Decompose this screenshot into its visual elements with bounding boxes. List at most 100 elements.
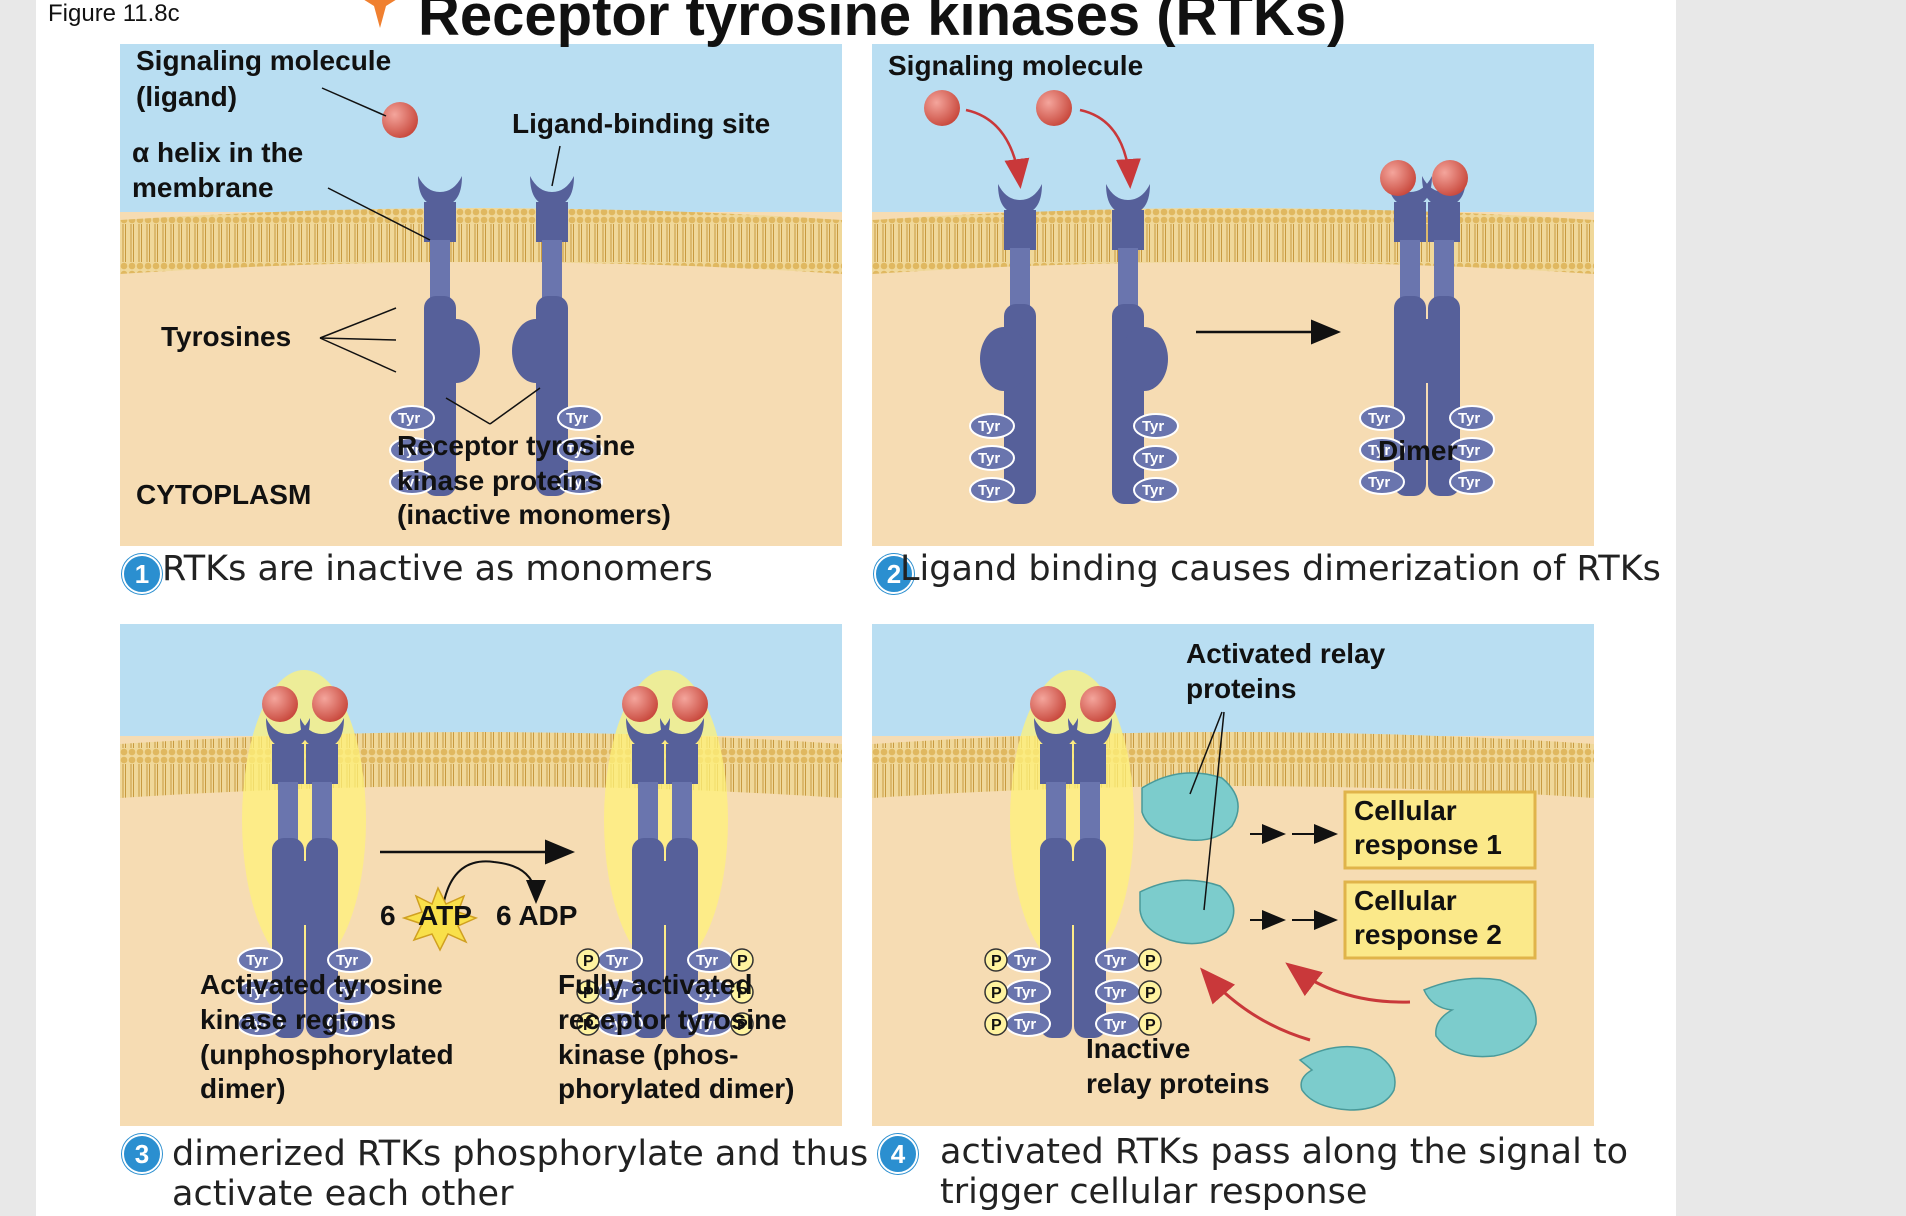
p4-dimer-right-phosphate-1 bbox=[1138, 948, 1162, 972]
p2-dimer-right-stalk bbox=[1428, 202, 1460, 242]
p1-rtk-proteins-line3: (inactive monomers) bbox=[397, 499, 671, 530]
p1-receptor-left-tyr-label-2: Tyr bbox=[398, 442, 420, 459]
p3-dimer2-right-phosphate-1 bbox=[730, 948, 754, 972]
p4-dimer-left-helix bbox=[1046, 782, 1066, 842]
p3-fully-line3: kinase (phos- bbox=[558, 1039, 738, 1070]
p2-dimer-right-tyr-1 bbox=[1449, 405, 1495, 431]
p3-dimer1-left-tyr-2 bbox=[237, 979, 283, 1005]
p1-receptor-left-tyr-label-3: Tyr bbox=[398, 474, 420, 491]
step-3-caption-line2: activate each other bbox=[172, 1174, 514, 1214]
p3-dimer2-right-helix bbox=[672, 782, 692, 842]
p3-dimer1-ligand-1 bbox=[262, 686, 298, 722]
p2-dimer-right-tyr-3 bbox=[1449, 469, 1495, 495]
p1-ligand-leader bbox=[321, 87, 387, 117]
p4-dimer-right-bulge bbox=[1050, 861, 1098, 925]
p3-activated-line3: (unphosphorylated bbox=[200, 1039, 454, 1070]
p3-dimer2-left-tyr-label-3: Tyr bbox=[606, 1016, 628, 1033]
p1-rtk-leader-1 bbox=[445, 397, 491, 425]
p2-receptor-left-tyr-2 bbox=[969, 445, 1015, 471]
p2-receptor-right-tyr-label-2: Tyr bbox=[1142, 450, 1164, 467]
p4-response1-line2: response 1 bbox=[1354, 829, 1502, 860]
p2-dimer-right-binding-site bbox=[1422, 176, 1466, 206]
p2-dimer-left-stalk bbox=[1394, 202, 1426, 242]
p1-alpha-helix-line1: α helix in the bbox=[132, 137, 303, 168]
p1-site-leader bbox=[551, 145, 561, 187]
p2-ligand-arrow-1 bbox=[965, 108, 1030, 189]
p1-receptor-right-helix bbox=[542, 240, 562, 300]
p4-inactive-relay-1 bbox=[1423, 977, 1537, 1058]
p3-dimer1-left-tyr-1 bbox=[237, 947, 283, 973]
p3-atp-label: ATP bbox=[418, 900, 472, 931]
p4-response2-box: Cellular response 2 bbox=[1343, 880, 1537, 960]
p1-tyr-leader-3 bbox=[319, 337, 397, 373]
p3-fully-line2: receptor tyrosine bbox=[558, 1004, 787, 1035]
p4-inactive-relay-line2: relay proteins bbox=[1086, 1068, 1270, 1099]
p3-dimer2-left-binding-site bbox=[626, 718, 670, 748]
p3-dimer2-ligand-1 bbox=[622, 686, 658, 722]
p2-receptor-right-tyr-1 bbox=[1133, 413, 1179, 439]
p3-fully-line4: phorylated dimer) bbox=[558, 1073, 794, 1104]
p3-dimer2-right-phosphate-label-2: P bbox=[737, 985, 748, 1002]
p4-dimer-right-phosphate-2 bbox=[1138, 980, 1162, 1004]
p2-receptor-right-tyr-2 bbox=[1133, 445, 1179, 471]
p2-dimer-right-bulge bbox=[1404, 319, 1452, 383]
p4-dimer-left-tyr-label-2: Tyr bbox=[1014, 984, 1036, 1001]
p3-dimer2-right-phosphate-label-3: P bbox=[737, 1017, 748, 1034]
p4-activation-arrow-2 bbox=[1200, 967, 1311, 1042]
p3-dimer2-left-tyr-label-2: Tyr bbox=[606, 984, 628, 1001]
figure-label: Figure 11.8c bbox=[48, 0, 180, 27]
p3-dimer2-left-phosphate-2 bbox=[576, 980, 600, 1004]
p3-dimer2-left-phosphate-label-1: P bbox=[583, 953, 594, 970]
p2-dimer-right-tyr-label-3: Tyr bbox=[1458, 474, 1480, 491]
p4-active-relay-1 bbox=[1141, 772, 1239, 841]
p1-receptor-left-tyr-1 bbox=[389, 405, 435, 431]
p2-dimer: Dimer bbox=[1378, 435, 1457, 466]
p3-atp-count: 6 bbox=[380, 900, 396, 931]
p1-receptor-left-tyr-3 bbox=[389, 469, 435, 495]
p4-activated-relay-line2: proteins bbox=[1186, 673, 1296, 704]
p2-receptor-left-tyr-1 bbox=[969, 413, 1015, 439]
p3-dimer1-right-tyr-label-2: Tyr bbox=[336, 984, 358, 1001]
p4-dimer-right-phosphate-label-1: P bbox=[1145, 953, 1156, 970]
p4-dimer-left-phosphate-2 bbox=[984, 980, 1008, 1004]
p1-receptor-left-stalk bbox=[424, 202, 456, 242]
p2-receptor-left-bulge bbox=[980, 327, 1028, 391]
p1-receptor-right-tyr-1 bbox=[557, 405, 603, 431]
p1-signaling-molecule-line2: (ligand) bbox=[136, 81, 237, 112]
p3-dimer2-left-stalk bbox=[632, 744, 664, 784]
p1-receptor-right-tyr-3 bbox=[557, 469, 603, 495]
p1-receptor-right-tyr-label-2: Tyr bbox=[566, 442, 588, 459]
p2-receptor-right-binding-site bbox=[1106, 184, 1150, 214]
p3-dimer2-left-phosphate-label-3: P bbox=[583, 1017, 594, 1034]
main-title: Receptor tyrosine kinases (RTKs) bbox=[418, 0, 1347, 48]
p3-dimer1-right-binding-site bbox=[300, 718, 344, 748]
p3-dimer1-left-binding-site bbox=[266, 718, 310, 748]
p4-dimer-right-phosphate-3 bbox=[1138, 1012, 1162, 1036]
p3-atp-burst-icon bbox=[401, 886, 479, 952]
p4-dimer-left-tyr-label-1: Tyr bbox=[1014, 952, 1036, 969]
p1-receptor-left-helix bbox=[430, 240, 450, 300]
p3-dimer2-right-tyr-label-1: Tyr bbox=[696, 952, 718, 969]
p2-receptor-left-helix bbox=[1010, 248, 1030, 308]
p3-dimer1-right-tyr-3 bbox=[327, 1011, 373, 1037]
p1-ligand-binding-site: Ligand-binding site bbox=[512, 108, 770, 139]
p3-fully-line1: Fully activated bbox=[558, 969, 753, 1000]
p2-receptor-right-tyr-label-1: Tyr bbox=[1142, 418, 1164, 435]
p3-dimer2-left-tyr-label-1: Tyr bbox=[606, 952, 628, 969]
p1-receptor-right-bulge bbox=[512, 319, 560, 383]
step-3-caption-line1: dimerized RTKs phosphorylate and thus bbox=[172, 1134, 869, 1174]
p4-relay-leader-2 bbox=[1203, 711, 1225, 911]
p3-dimer2-left-phosphate-3 bbox=[576, 1012, 600, 1036]
p3-dimer1-right-tyr-2 bbox=[327, 979, 373, 1005]
p4-dimer-right-phosphate-label-3: P bbox=[1145, 1017, 1156, 1034]
p1-rtk-proteins-line2: kinase proteins bbox=[397, 465, 602, 496]
p3-dimer2-right-tyr-label-3: Tyr bbox=[696, 1016, 718, 1033]
p4-dimer-left-phosphate-3 bbox=[984, 1012, 1008, 1036]
step-2-badge: 2 bbox=[874, 554, 914, 594]
